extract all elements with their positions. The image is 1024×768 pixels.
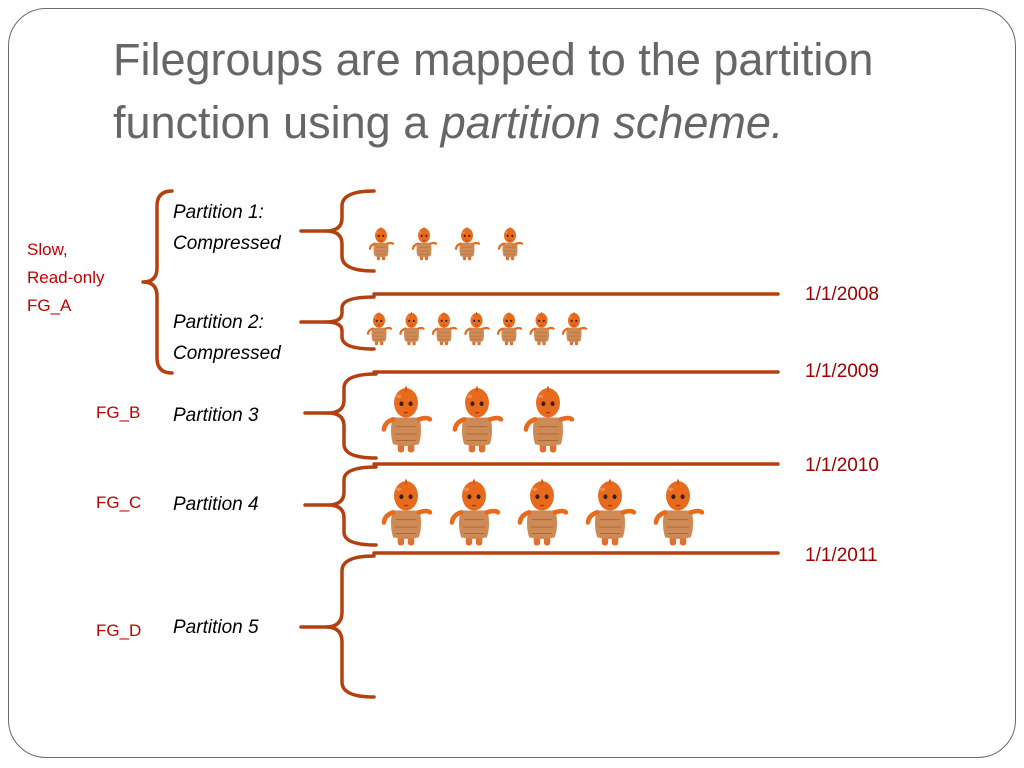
doll-groups — [368, 227, 702, 546]
doll-icon — [368, 312, 391, 346]
filegroup-c-label: FG_C — [96, 489, 141, 517]
filegroup-a-speed: Slow, — [27, 236, 105, 264]
doll-icon — [384, 385, 430, 452]
partition-4-label: Partition 4 — [173, 489, 259, 520]
doll-icon — [400, 312, 423, 346]
filegroup-d-label: FG_D — [96, 617, 141, 645]
partition-1-name: Partition 1: — [173, 197, 281, 228]
filegroup-b-label: FG_B — [96, 399, 140, 427]
doll-icon — [370, 227, 393, 261]
partition-5-label: Partition 5 — [173, 612, 259, 643]
partition-2-name: Partition 2: — [173, 307, 281, 338]
boundary-label-2008: 1/1/2008 — [805, 285, 879, 304]
doll-icon — [384, 478, 430, 545]
filegroup-a-mode: Read-only — [27, 264, 105, 292]
doll-icon — [455, 385, 501, 452]
boundary-label-2009: 1/1/2009 — [805, 362, 879, 381]
partition-1-status: Compressed — [173, 228, 281, 259]
doll-icon — [526, 385, 572, 452]
doll-icon — [520, 478, 566, 545]
filegroup-a-name: FG_A — [27, 292, 105, 320]
doll-icon — [456, 227, 479, 261]
doll-icon — [499, 227, 522, 261]
doll-icon — [433, 312, 456, 346]
doll-icon — [530, 312, 553, 346]
doll-icon — [413, 227, 436, 261]
partition-1-dolls — [370, 227, 522, 261]
doll-icon — [452, 478, 498, 545]
doll-icon — [498, 312, 521, 346]
partition-2-dolls — [368, 312, 586, 346]
partition-2-label: Partition 2: Compressed — [173, 307, 281, 369]
partition-1-brace — [326, 191, 374, 271]
boundary-label-2010: 1/1/2010 — [805, 456, 879, 475]
filegroup-a-label: Slow, Read-only FG_A — [27, 236, 105, 320]
fg-a-brace — [143, 191, 172, 373]
doll-icon — [588, 478, 634, 545]
boundary-label-2011: 1/1/2011 — [805, 546, 878, 565]
partition-3-brace — [328, 374, 376, 458]
partition-4-dolls — [384, 478, 702, 545]
partition-3-label: Partition 3 — [173, 400, 259, 431]
partition-5-brace — [326, 556, 374, 697]
partition-4-brace — [328, 467, 376, 545]
partition-3-dolls — [384, 385, 572, 452]
doll-icon — [656, 478, 702, 545]
partition-2-brace — [326, 297, 374, 349]
partition-2-status: Compressed — [173, 338, 281, 369]
partition-1-label: Partition 1: Compressed — [173, 197, 281, 259]
doll-icon — [563, 312, 586, 346]
doll-icon — [465, 312, 488, 346]
